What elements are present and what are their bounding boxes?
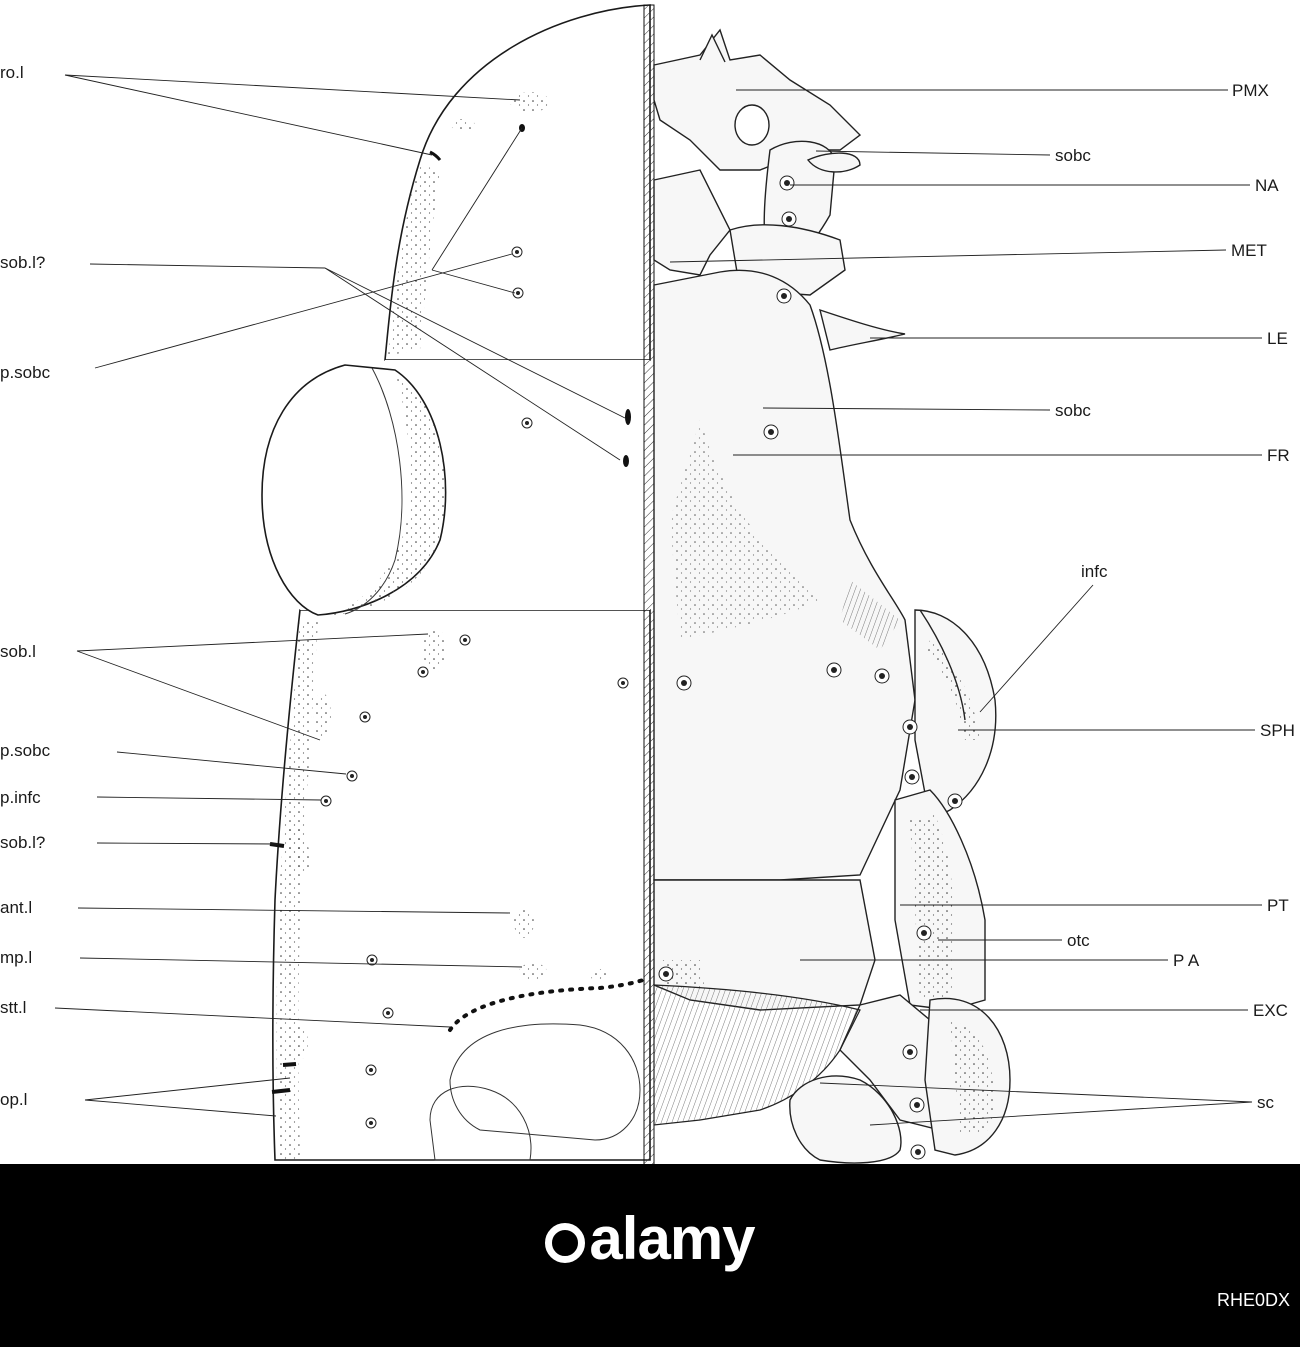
label-pt: PT	[1267, 896, 1289, 915]
label-op-l: op.l	[0, 1090, 27, 1109]
left-labels: ro.l sob.l? p.sobc sob.l p.sobc p.infc s…	[0, 63, 51, 1109]
pores-left	[320, 246, 629, 1129]
alamy-logo-icon	[545, 1223, 586, 1264]
label-mp-l: mp.l	[0, 948, 32, 967]
pores-right	[658, 175, 963, 1160]
label-otc: otc	[1067, 931, 1090, 950]
sob-l-patch	[423, 628, 447, 672]
left-leader-lines	[54, 74, 626, 1117]
label-sob-l-q1: sob.l?	[0, 253, 45, 272]
label-p-sobc-2: p.sobc	[0, 741, 51, 760]
midline-divider	[643, 4, 655, 1164]
alamy-logo-text: alamy	[589, 1205, 755, 1272]
label-le: LE	[1267, 329, 1288, 348]
label-pmx: PMX	[1232, 81, 1269, 100]
label-exc: EXC	[1253, 1001, 1288, 1020]
label-met: MET	[1231, 241, 1267, 260]
label-fr: FR	[1267, 446, 1290, 465]
right-leader-lines	[669, 89, 1262, 1126]
premaxilla	[653, 28, 862, 171]
label-na: NA	[1255, 176, 1279, 195]
label-sph: SPH	[1260, 721, 1295, 740]
label-pa: P A	[1173, 951, 1200, 970]
sphenotic	[914, 609, 997, 822]
watermark-footer	[0, 1164, 1300, 1347]
label-sobc-1: sobc	[1055, 146, 1091, 165]
stt-l-line	[448, 976, 650, 1032]
supracleithrum-1	[789, 1075, 902, 1164]
right-skull-bones	[653, 28, 1011, 1164]
label-stt-l: stt.l	[0, 998, 26, 1017]
label-sob-l-q2: sob.l?	[0, 833, 45, 852]
left-head-outline	[261, 4, 651, 1161]
orbit	[261, 364, 447, 616]
right-labels: PMX sobc NA MET LE sobc FR infc SPH PT o…	[1055, 81, 1295, 1112]
label-sc: sc	[1257, 1093, 1275, 1112]
label-sobc-2: sobc	[1055, 401, 1091, 420]
skull-diagram: ro.l sob.l? p.sobc sob.l p.sobc p.infc s…	[0, 4, 1295, 1164]
label-ant-l: ant.l	[0, 898, 32, 917]
label-p-infc: p.infc	[0, 788, 41, 807]
label-sob-l: sob.l	[0, 642, 36, 661]
label-p-sobc-1: p.sobc	[0, 363, 51, 382]
ro-l-patch	[510, 92, 550, 112]
mp-l-patch	[519, 963, 547, 981]
image-id: RHE0DX	[1216, 1290, 1290, 1310]
lateral-ethmoid	[819, 308, 906, 351]
label-infc: infc	[1081, 562, 1108, 581]
alamy-logo: alamy	[0, 1204, 1300, 1273]
mesethmoid	[653, 169, 731, 276]
ant-l-patch	[514, 906, 534, 938]
label-ro-l: ro.l	[0, 63, 24, 82]
